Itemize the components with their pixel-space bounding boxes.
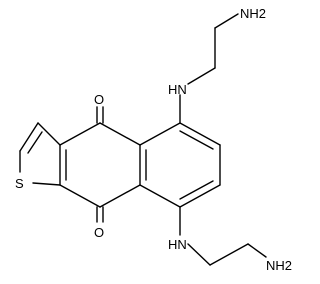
atom-label-bottom-amine: NH2 bbox=[266, 258, 292, 273]
bond-ch2-ch2-bottom bbox=[209, 243, 249, 266]
bond-c5-c6-inner bbox=[179, 130, 214, 150]
atom-label-top-carbonyl-oxygen: O bbox=[94, 92, 104, 107]
bond-c3a-c4 bbox=[59, 122, 101, 146]
bond-nh-bottom-ch2 bbox=[187, 243, 211, 266]
atom-label-top-amine: NH2 bbox=[240, 6, 266, 21]
atom-label-top-nh: HN bbox=[168, 82, 187, 97]
bond-thiophene-c3-c3a bbox=[37, 122, 61, 146]
bond-c9-c7a bbox=[59, 184, 101, 208]
bond-c8a-c9 bbox=[99, 184, 141, 208]
bond-c7-c8 bbox=[179, 184, 221, 208]
chemical-structure-canvas: NH2 HN O S O HN NH2 bbox=[15, 6, 292, 273]
bond-thiophene-c2-c3 bbox=[19, 122, 39, 152]
bond-lines bbox=[19, 13, 267, 266]
bond-c8-c8a bbox=[139, 184, 181, 208]
chemical-structure-drawing: NH2 HN O S O HN NH2 bbox=[15, 6, 292, 273]
bond-c5-c6 bbox=[179, 122, 221, 146]
bond-ch2-nh2-bottom bbox=[247, 243, 267, 258]
bond-nh-top-ch2 bbox=[187, 67, 216, 85]
atom-label-bottom-nh: HN bbox=[168, 237, 187, 252]
atom-label-bottom-carbonyl-oxygen: O bbox=[94, 225, 104, 240]
bond-c4-c4a bbox=[99, 122, 141, 146]
atom-labels: NH2 HN O S O HN NH2 bbox=[15, 6, 292, 273]
bond-c4a-c5 bbox=[139, 122, 181, 146]
bond-thiophene-s-c7a bbox=[32, 182, 61, 186]
bond-c7-c8-inner bbox=[179, 180, 214, 200]
bond-thiophene-c2-c3-inner bbox=[27, 131, 43, 154]
atom-label-sulfur: S bbox=[15, 176, 24, 191]
bond-ch2-nh2-top bbox=[214, 13, 239, 29]
